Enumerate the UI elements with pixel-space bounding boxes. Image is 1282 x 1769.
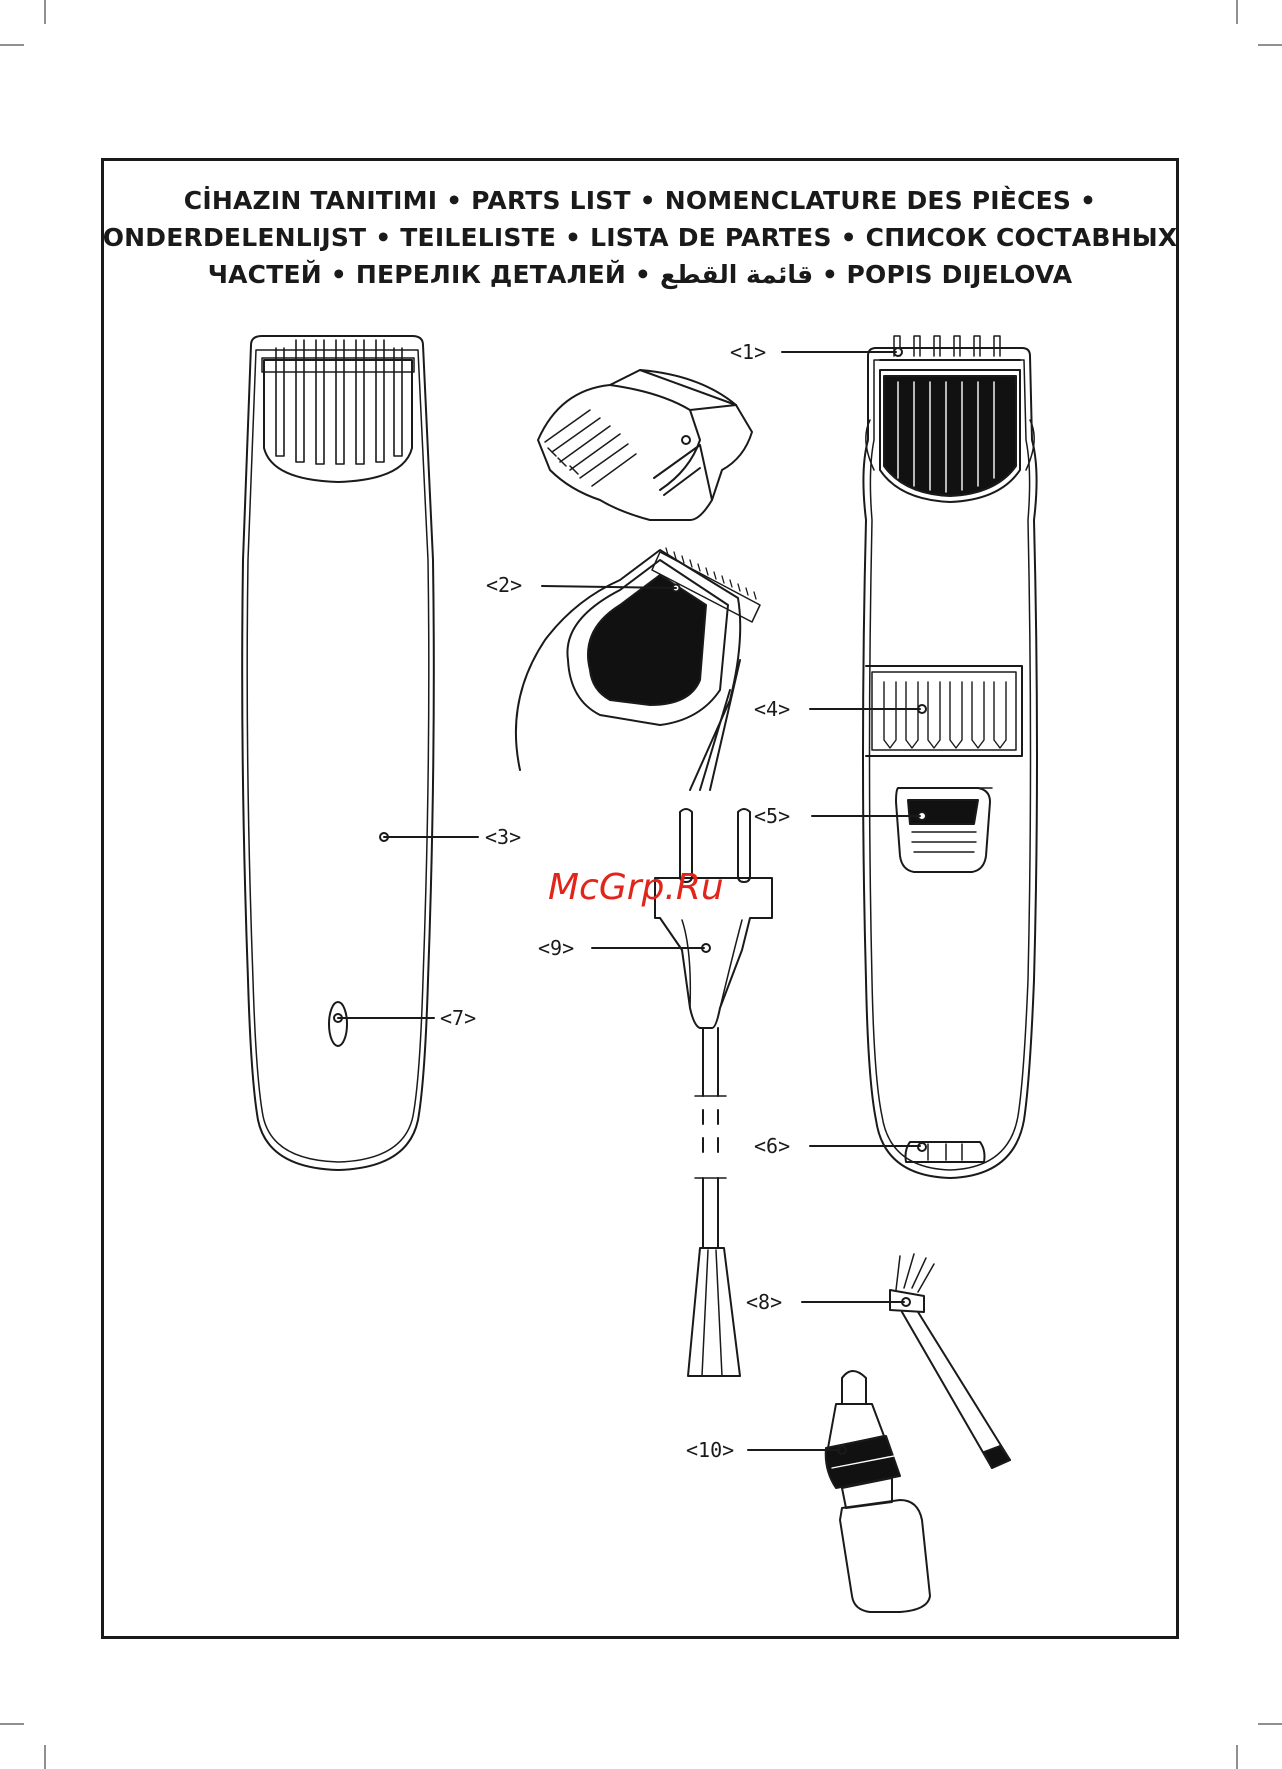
callout-5: <5>	[754, 804, 790, 828]
trimmer-back-view	[242, 336, 434, 1170]
callout-2: <2>	[486, 573, 522, 597]
on-off-switch	[896, 788, 992, 872]
watermark: McGrp.Ru	[548, 867, 724, 908]
cleaning-brush	[890, 1254, 1010, 1468]
blade-unit	[516, 548, 760, 790]
callout-9: <9>	[538, 936, 574, 960]
callout-1: <1>	[730, 340, 766, 364]
label-window-oval	[329, 1002, 347, 1046]
oil-bottle	[826, 1371, 930, 1612]
callout-10: <10>	[686, 1438, 734, 1462]
callout-3: <3>	[485, 825, 521, 849]
callout-7: <7>	[440, 1006, 476, 1030]
callout-6: <6>	[754, 1134, 790, 1158]
comb-attachment	[538, 370, 752, 520]
trimmer-front-view	[863, 336, 1037, 1178]
callout-4: <4>	[754, 697, 790, 721]
callout-8: <8>	[746, 1290, 782, 1314]
length-adjuster	[866, 666, 1022, 756]
